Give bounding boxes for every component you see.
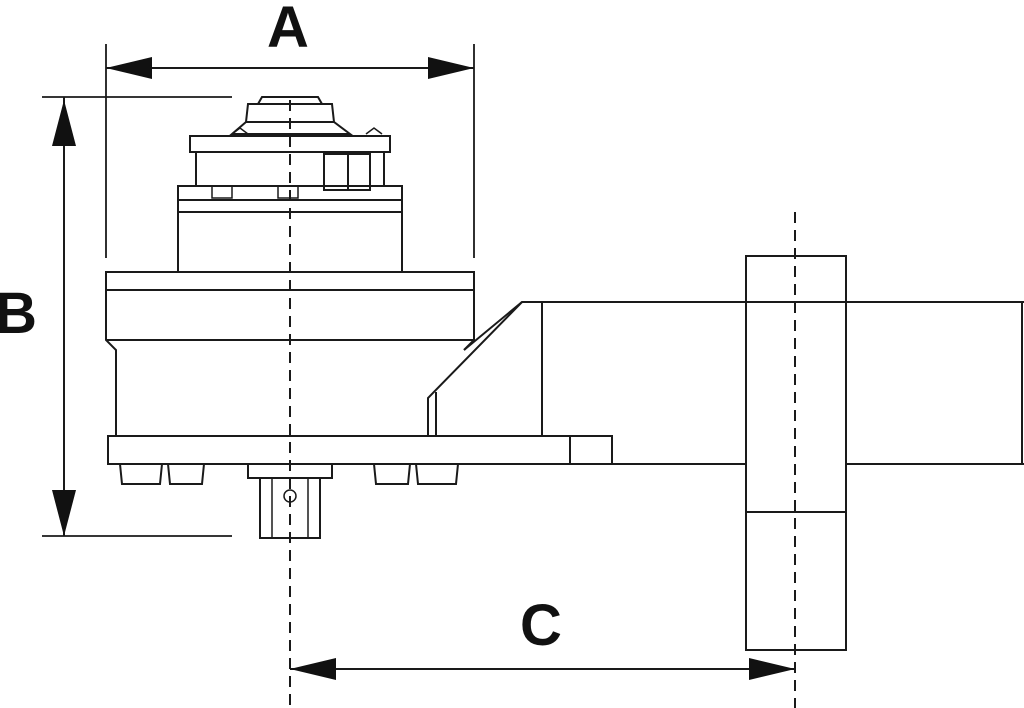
dimension-c-arrow-right (749, 658, 795, 680)
dimension-a-arrow-left (106, 57, 152, 79)
dimension-c-arrow-left (290, 658, 336, 680)
tool-holder (105, 96, 1024, 539)
base-plate (107, 435, 571, 465)
dimension-a-label: A (267, 0, 309, 60)
dimension-b-arrow-bottom (52, 490, 76, 536)
cap-nub-right (365, 127, 383, 135)
tool-block (745, 255, 1023, 651)
base-bolts (118, 463, 460, 485)
ring-bolt-center (277, 185, 299, 199)
base-bolt (166, 463, 206, 485)
bracket-diagonal (427, 301, 523, 436)
base-bolt (414, 463, 460, 485)
dimension-c-label: C (520, 593, 562, 658)
drive-shaft (259, 477, 321, 539)
dimension-c: C (290, 593, 795, 680)
cap-nub-left (231, 127, 249, 135)
ring-bolt-left (211, 185, 233, 199)
base-plate-step (570, 435, 613, 465)
lower-body-left (105, 290, 117, 436)
base-bolt (372, 463, 412, 485)
dimension-a-arrow-right (428, 57, 474, 79)
dimension-b-arrow-top (52, 100, 76, 146)
arm-top-edge (463, 301, 1024, 351)
base-bolt (118, 463, 164, 485)
dimension-b-label: B (0, 281, 37, 346)
dimension-a: A (105, 0, 475, 258)
dimension-b: B (0, 96, 232, 537)
